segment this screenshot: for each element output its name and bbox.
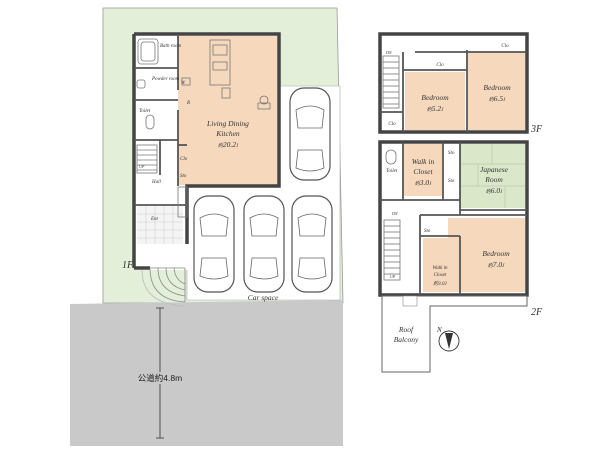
ldk-label-2: Kitchen (215, 129, 240, 138)
sto-1f-label: Sto (180, 174, 187, 179)
ldk-area: 約20.2J (218, 140, 239, 149)
car-space-label: Car space (248, 293, 279, 302)
bedroom-3f-a-label: Bedroom (421, 93, 449, 102)
entrance-floor (137, 206, 183, 244)
toilet-1f-label: Toilet (139, 109, 151, 114)
japanese-room-line1: Japanese (480, 165, 509, 174)
japanese-room (460, 144, 525, 208)
wic-2f-2-line2: Closet (434, 273, 447, 278)
car-3 (243, 195, 285, 293)
powder-label: Powder room (151, 77, 180, 82)
hall-label: Hall (151, 180, 162, 185)
sto-2f-b: Sto (448, 179, 455, 184)
clo-3f-c: Clo (388, 122, 396, 127)
bedroom-3f-a-area: 約5.2J (427, 104, 444, 113)
wic-2f-1-line1: Walk in (412, 157, 435, 166)
wic-2f-1-area: 約3.0J (415, 178, 432, 187)
ent-label: Ent (150, 217, 159, 222)
refrigerator-label: R (186, 101, 190, 106)
roof-balcony (381, 295, 528, 373)
walk-in-closet-2f-1 (404, 144, 442, 196)
clo-1f-label: Clo (180, 157, 188, 162)
floor-3f-label: 3F (530, 124, 543, 135)
wic-2f-2-area: 約3.0J (433, 280, 447, 287)
road-width-label: 公道約4.8m (138, 373, 182, 383)
floor-1f-label: 1F (122, 260, 134, 271)
clo-3f-a: Clo (436, 63, 444, 68)
dn-3f-label: DN (385, 50, 392, 55)
roof-balcony-line2: Balcony (394, 335, 419, 344)
clo-3f-b: Clo (501, 44, 509, 49)
walk-in-closet-2f-2 (423, 238, 458, 292)
floor-3f: DN Clo Clo Clo Bedroom 約5.2J Bedroom 約6.… (378, 32, 543, 135)
car-4 (291, 195, 333, 293)
compass-north-label: N (436, 326, 442, 334)
bedroom-2f-label: Bedroom (482, 249, 510, 258)
japanese-room-line2: Room (484, 175, 503, 184)
floor-2f-label: 2F (531, 307, 543, 318)
washer-label: W (181, 81, 186, 86)
bedroom-3f-b-area: 約6.5J (489, 94, 506, 103)
sto-2f-c: Sto (424, 229, 431, 234)
japanese-room-area: 約6.0J (486, 186, 503, 195)
wic-2f-2-line1: Walk in (433, 266, 448, 271)
bedroom-3f-b-label: Bedroom (483, 83, 511, 92)
ldk-floor (178, 36, 277, 185)
roof-balcony-line1: Roof (398, 325, 414, 334)
bedroom-3f-a (405, 72, 465, 130)
car-2 (193, 195, 235, 293)
sto-2f-a: Sto (448, 151, 455, 156)
public-road (70, 300, 343, 446)
wic-2f-1-line2: Closet (413, 167, 433, 176)
compass-icon: N (436, 326, 460, 352)
site-1f: 公道約4.8m (70, 7, 344, 446)
up-1f-label: UP (139, 164, 145, 169)
ldk-label-1: Living Dining (206, 119, 249, 128)
bedroom-3f-b (468, 52, 525, 130)
car-1 (289, 87, 331, 181)
up-2f-label: UP (390, 274, 396, 279)
toilet-2f-label: Toilet (386, 169, 398, 174)
bath-label: Bath room (160, 44, 181, 49)
floor-2f: Toilet Walk in Closet 約3.0J Sto Sto Sto … (378, 140, 543, 373)
bedroom-2f-area: 約7.0J (488, 260, 505, 269)
dn-2f-label: DN (391, 211, 398, 216)
